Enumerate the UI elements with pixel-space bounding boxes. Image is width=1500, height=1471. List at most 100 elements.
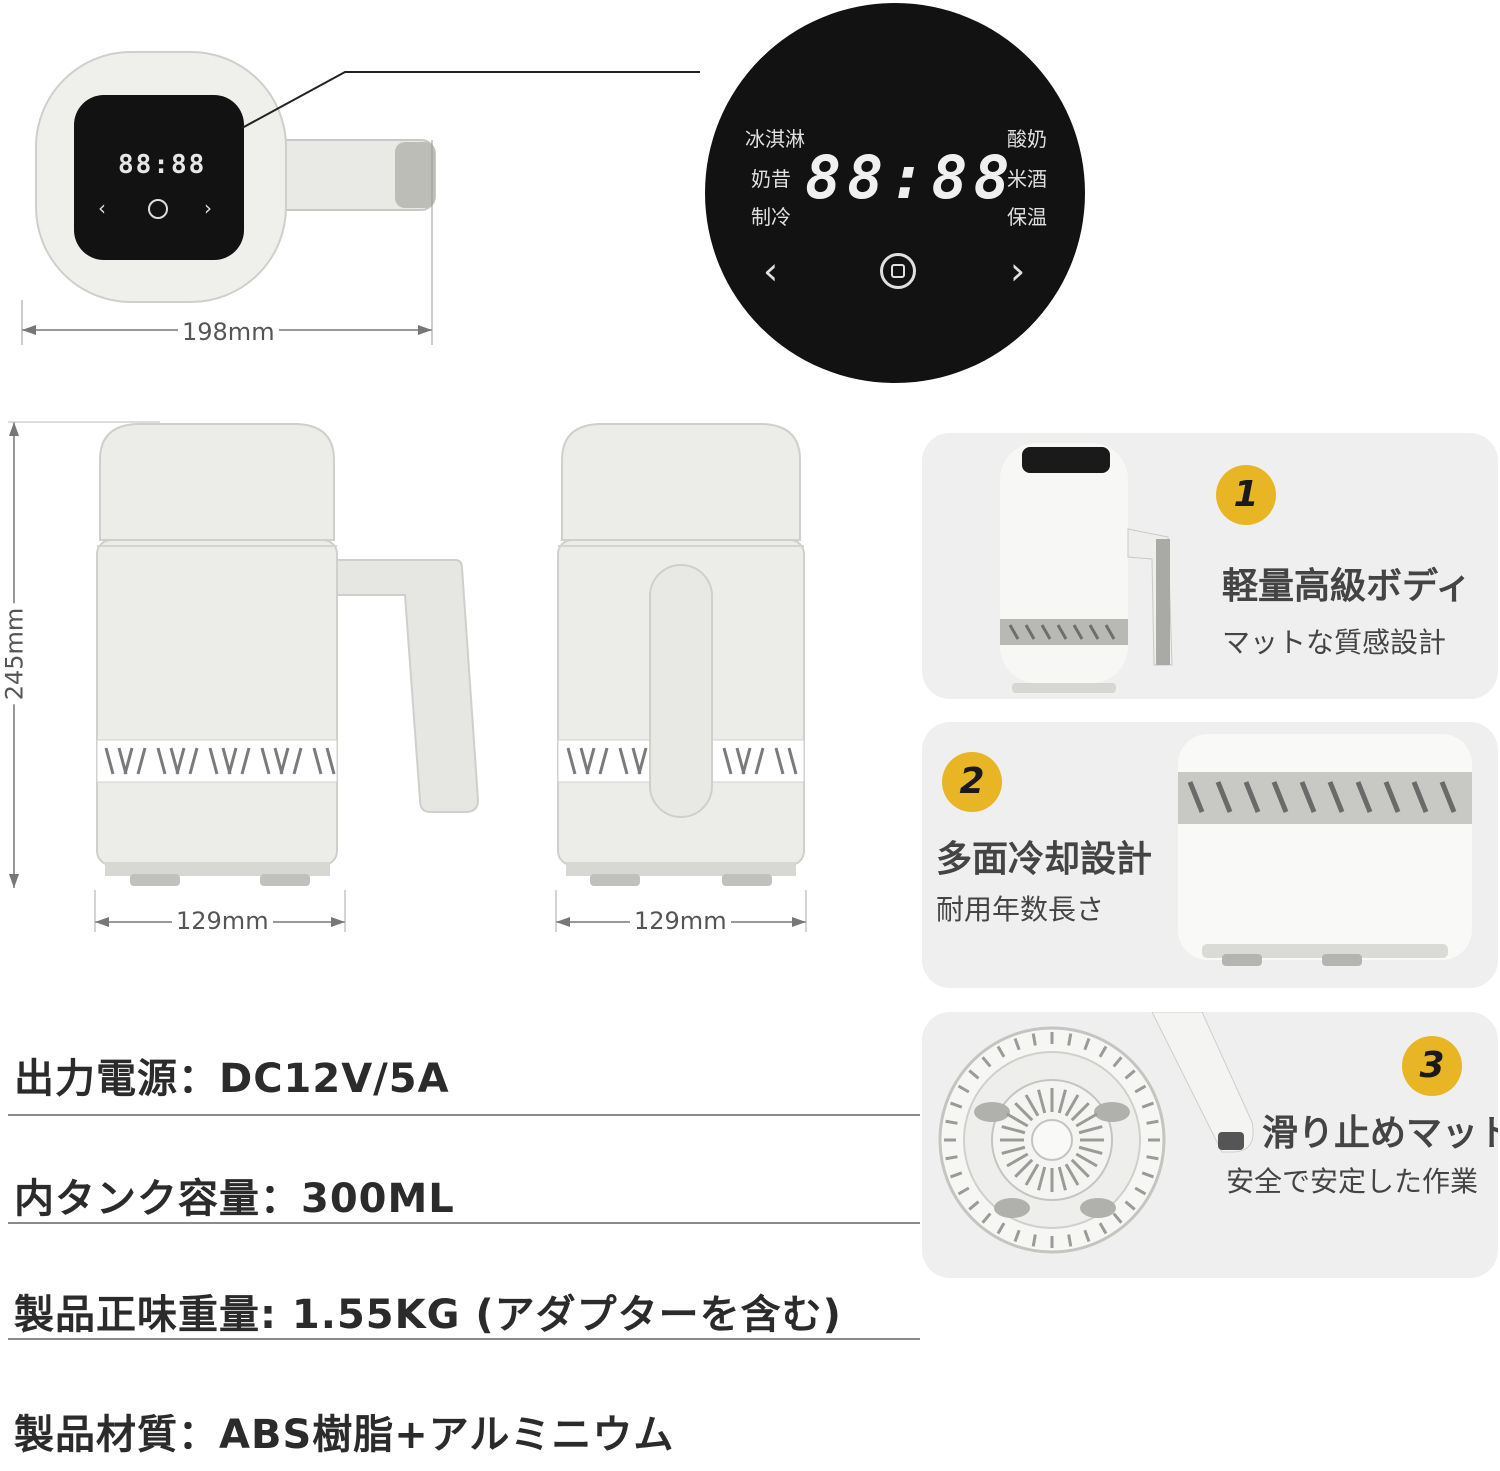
dim-top-width: 198mm <box>178 318 279 346</box>
mode-rice-wine: 米酒 <box>1007 167 1047 191</box>
vent-hole <box>957 1084 970 1094</box>
dim-side-width: 129mm <box>630 907 731 935</box>
vent-hole <box>1124 1200 1136 1211</box>
vent-slat <box>156 747 167 775</box>
vent-hole <box>1134 1186 1147 1196</box>
feature-1-subtitle: マットな質感設計 <box>1222 626 1447 659</box>
vent-hole <box>1001 1145 1026 1155</box>
vent-hole <box>1083 1229 1091 1242</box>
vent-hole <box>1024 1163 1040 1186</box>
vent-hole <box>1070 1158 1090 1178</box>
feature-1-number-badge: 1 <box>1216 465 1276 525</box>
vent-slat <box>325 747 336 775</box>
spec-divider <box>8 1222 920 1224</box>
vent-hole <box>1078 1125 1103 1135</box>
vent-hole <box>1013 1038 1021 1051</box>
vent-hole <box>1064 1094 1080 1117</box>
vent-slat <box>208 747 219 775</box>
vent-hole <box>1112 1212 1123 1224</box>
vent-slat <box>618 747 629 775</box>
vent-slat <box>722 747 733 775</box>
vent-hole <box>1013 1229 1021 1242</box>
vent-hole <box>1031 1234 1037 1247</box>
mini-power-icon <box>148 199 168 219</box>
power-button-icon[interactable] <box>880 253 916 289</box>
vent-slat <box>787 747 798 775</box>
vent-hole <box>1146 1155 1159 1161</box>
vent-hole <box>1141 1171 1154 1179</box>
vent-slat <box>188 747 199 775</box>
right-arrow-icon[interactable]: › <box>1010 249 1026 293</box>
vent-slat <box>774 747 785 775</box>
vent-hole <box>950 1101 963 1109</box>
vent-slat <box>104 747 115 775</box>
vent-hole <box>1141 1101 1154 1109</box>
vent-hole <box>1098 1222 1108 1235</box>
feature-3-title: 滑り止めマット <box>1262 1113 1498 1154</box>
feature-3-subtitle: 安全で安定した作業 <box>1226 1165 1479 1198</box>
spec-tank-capacity: 内タンク容量：300ML <box>14 1176 455 1222</box>
vent-hole <box>957 1186 970 1196</box>
spec-divider <box>8 1114 920 1116</box>
vent-slat <box>279 747 290 775</box>
vent-hole <box>945 1155 958 1161</box>
vent-hole <box>1006 1112 1029 1128</box>
vent-slat <box>175 747 186 775</box>
feature-2-number-badge: 2 <box>942 752 1002 812</box>
vent-hole <box>1031 1033 1037 1046</box>
vent-slat <box>292 747 303 775</box>
vent-hole <box>1067 1033 1073 1046</box>
vent-slat <box>637 747 648 775</box>
dim-front-width: 129mm <box>172 907 273 935</box>
dim-height: 245mm <box>0 603 29 705</box>
vent-hole <box>1057 1166 1067 1191</box>
control-panel-zoom: 冰淇淋 奶昔 制冷 88:88 酸奶 米酒 保温 ‹ › <box>705 3 1085 383</box>
vent-hole <box>1024 1094 1040 1117</box>
vent-hole <box>1006 1152 1029 1168</box>
vent-hole <box>1112 1056 1123 1068</box>
spec-power: 出力電源：DC12V/5A <box>14 1056 450 1102</box>
vent-hole <box>1078 1145 1103 1155</box>
vent-hole <box>981 1056 992 1068</box>
vent-hole <box>996 1222 1006 1235</box>
vent-hole <box>1098 1045 1108 1058</box>
vent-slat <box>312 747 323 775</box>
vent-hole <box>1124 1069 1136 1080</box>
top-view-drawing <box>21 51 700 345</box>
vent-hole <box>1064 1163 1080 1186</box>
vent-slat <box>754 747 765 775</box>
vent-hole <box>1001 1125 1026 1135</box>
feature-1-title: 軽量高級ボディ <box>1222 566 1472 607</box>
feature-3-number-badge: 3 <box>1402 1036 1462 1096</box>
vent-hole <box>1014 1102 1034 1122</box>
vent-hole <box>950 1171 963 1179</box>
vent-slat <box>598 747 609 775</box>
mini-display: 88:88 <box>118 150 207 180</box>
vent-slat <box>566 747 577 775</box>
mini-right-arrow-icon: › <box>204 196 212 220</box>
vent-hole <box>1067 1234 1073 1247</box>
vent-hole <box>1083 1038 1091 1051</box>
feature-card-2: 2 多面冷却設計 耐用年数長さ <box>922 722 1498 988</box>
spec-net-weight: 製品正味重量: 1.55KG (アダプターを含む) <box>14 1292 842 1338</box>
vent-slat <box>123 747 134 775</box>
vent-hole <box>968 1200 980 1211</box>
vent-hole <box>1146 1119 1159 1125</box>
feature-2-subtitle: 耐用年数長さ <box>936 893 1105 926</box>
vent-hole <box>1037 1166 1047 1191</box>
feature-3-image <box>938 1012 1254 1254</box>
vent-hole <box>968 1069 980 1080</box>
vent-hole <box>1014 1158 1034 1178</box>
vent-slat <box>136 747 147 775</box>
front-side-views <box>8 421 807 932</box>
mode-cooling: 制冷 <box>751 205 791 229</box>
vent-hole <box>1057 1089 1067 1114</box>
vent-hole <box>1070 1102 1090 1122</box>
vent-hole <box>996 1045 1006 1058</box>
vent-hole <box>1075 1152 1098 1168</box>
left-arrow-icon[interactable]: ‹ <box>763 249 779 293</box>
feature-2-image <box>1178 734 1472 966</box>
main-display: 88:88 <box>805 143 1016 213</box>
spec-material: 製品材質：ABS樹脂+アルミニウム <box>14 1412 675 1458</box>
feature-card-3: 3 滑り止めマット 安全で安定した作業 <box>922 1012 1498 1278</box>
